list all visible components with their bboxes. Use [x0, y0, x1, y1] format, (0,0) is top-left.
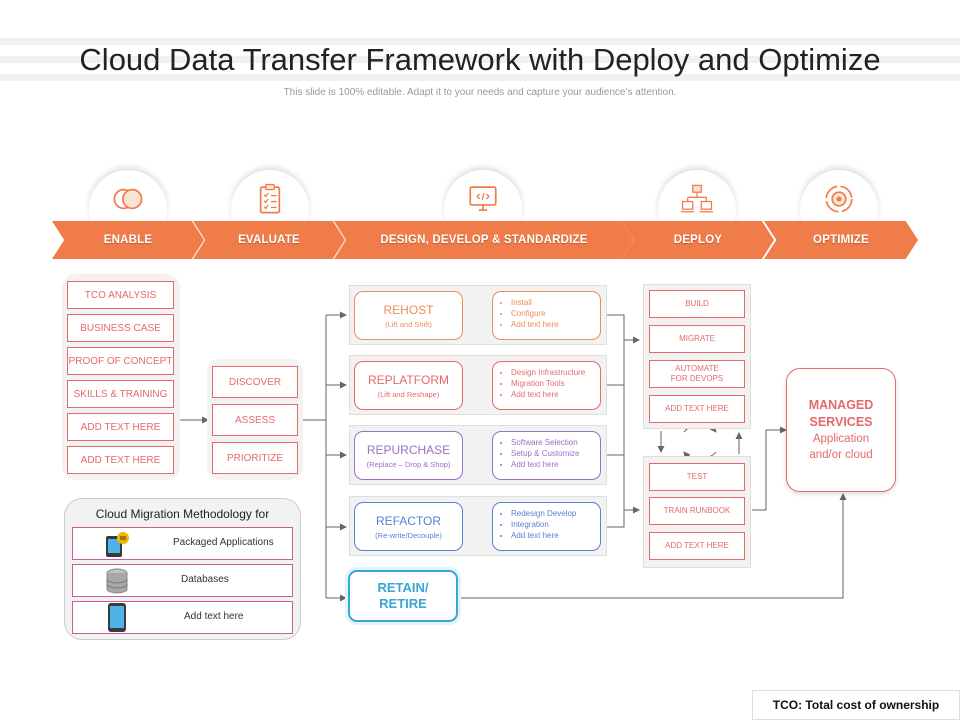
header-band — [0, 74, 960, 81]
header-band — [0, 56, 960, 63]
point-item: Redesign Develop — [511, 508, 600, 519]
database-icon — [106, 568, 128, 594]
strategy-name: REPURCHASE — [366, 442, 451, 457]
network-hierarchy-icon — [680, 184, 714, 213]
strategy-name: REHOST — [383, 302, 434, 317]
strategy-points: Redesign Develop Integration Add text he… — [492, 502, 601, 551]
header-band — [0, 38, 960, 45]
strategy-replatform: REPLATFORM (Lift and Reshape) — [354, 361, 463, 410]
strategy-subtitle: (Re-write/Decouple) — [375, 530, 442, 540]
evaluate-item: PRIORITIZE — [212, 442, 298, 474]
phase-label: EVALUATE — [238, 234, 300, 246]
strategy-points: Software Selection Setup & Customize Add… — [492, 431, 601, 480]
evaluate-item: DISCOVER — [212, 366, 298, 398]
strategy-points: Install Configure Add text here — [492, 291, 601, 340]
deploy-item: ADD TEXT HERE — [649, 395, 745, 423]
enable-item: BUSINESS CASE — [67, 314, 174, 342]
strategy-repurchase: REPURCHASE (Replace – Drop & Shop) — [354, 431, 463, 480]
phase-evaluate: EVALUATE — [193, 221, 345, 259]
managed-line: Application — [812, 433, 870, 445]
enable-item: TCO ANALYSIS — [67, 281, 174, 309]
strategy-points: Design Infrastructure Migration Tools Ad… — [492, 361, 601, 410]
point-item: Add text here — [511, 530, 600, 541]
enable-item: ADD TEXT HERE — [67, 413, 174, 441]
gear-cycle-icon — [825, 185, 853, 213]
enable-item: PROOF OF CONCEPT — [67, 347, 174, 375]
managed-services-box: MANAGED SERVICES Application and/or clou… — [786, 368, 896, 492]
phase-label: ENABLE — [103, 234, 153, 246]
page-subtitle: This slide is 100% editable. Adapt it to… — [283, 87, 677, 98]
footnote: TCO: Total cost of ownership — [752, 690, 960, 720]
methodology-row: Databases — [72, 564, 293, 597]
test-item: TRAIN RUNBOOK — [649, 497, 745, 525]
deploy-item: AUTOMATE FOR DEVOPS — [649, 360, 745, 388]
point-item: Setup & Customize — [511, 448, 600, 459]
phase-deploy: DEPLOY — [622, 221, 774, 259]
deploy-item: MIGRATE — [649, 325, 745, 353]
methodology-label: Databases — [181, 574, 229, 585]
tablet-document-icon — [106, 532, 129, 557]
phase-enable: ENABLE — [52, 221, 204, 259]
retain-retire-box: RETAIN/ RETIRE — [348, 570, 458, 622]
clipboard-checklist-icon — [259, 183, 281, 214]
phase-optimize: OPTIMIZE — [764, 221, 918, 259]
phase-label: DESIGN, DEVELOP & STANDARDIZE — [380, 234, 588, 246]
retain-label: RETAIN/ — [377, 580, 429, 595]
phase-design: DESIGN, DEVELOP & STANDARDIZE — [334, 221, 634, 259]
retire-label: RETIRE — [379, 596, 427, 611]
methodology-row: Add text here — [72, 601, 293, 634]
test-item: TEST — [649, 463, 745, 491]
phase-label: OPTIMIZE — [813, 234, 869, 246]
methodology-heading: Cloud Migration Methodology for — [95, 507, 270, 521]
point-item: Software Selection — [511, 437, 600, 448]
evaluate-item: ASSESS — [212, 404, 298, 436]
toggle-circles-icon — [113, 188, 143, 210]
enable-item: SKILLS & TRAINING — [67, 380, 174, 408]
methodology-row: Packaged Applications — [72, 527, 293, 560]
page-title: Cloud Data Transfer Framework with Deplo… — [79, 42, 881, 77]
strategy-refactor: REFACTOR (Re-write/Decouple) — [354, 502, 463, 551]
managed-title: MANAGED — [808, 398, 874, 412]
strategy-subtitle: (Lift and Shift) — [385, 319, 432, 329]
strategy-name: REPLATFORM — [367, 372, 450, 387]
enable-item: ADD TEXT HERE — [67, 446, 174, 474]
methodology-label: Add text here — [184, 611, 244, 622]
strategy-subtitle: (Replace – Drop & Shop) — [366, 459, 451, 469]
point-item: Add text here — [511, 459, 600, 470]
phase-label: DEPLOY — [673, 234, 723, 246]
point-item: Integration — [511, 519, 600, 530]
strategy-subtitle: (Lift and Reshape) — [377, 389, 440, 399]
point-item: Design Infrastructure — [511, 367, 600, 378]
deploy-item: BUILD — [649, 290, 745, 318]
point-item: Add text here — [511, 319, 600, 330]
point-item: Install — [511, 297, 600, 308]
strategy-rehost: REHOST (Lift and Shift) — [354, 291, 463, 340]
point-item: Configure — [511, 308, 600, 319]
smartphone-icon — [108, 603, 126, 632]
point-item: Add text here — [511, 389, 600, 400]
managed-title: SERVICES — [809, 415, 873, 429]
test-item: ADD TEXT HERE — [649, 532, 745, 560]
methodology-label: Packaged Applications — [173, 537, 274, 548]
point-item: Migration Tools — [511, 378, 600, 389]
managed-line: and/or cloud — [809, 449, 873, 461]
monitor-code-icon — [469, 186, 497, 211]
strategy-name: REFACTOR — [375, 513, 442, 528]
